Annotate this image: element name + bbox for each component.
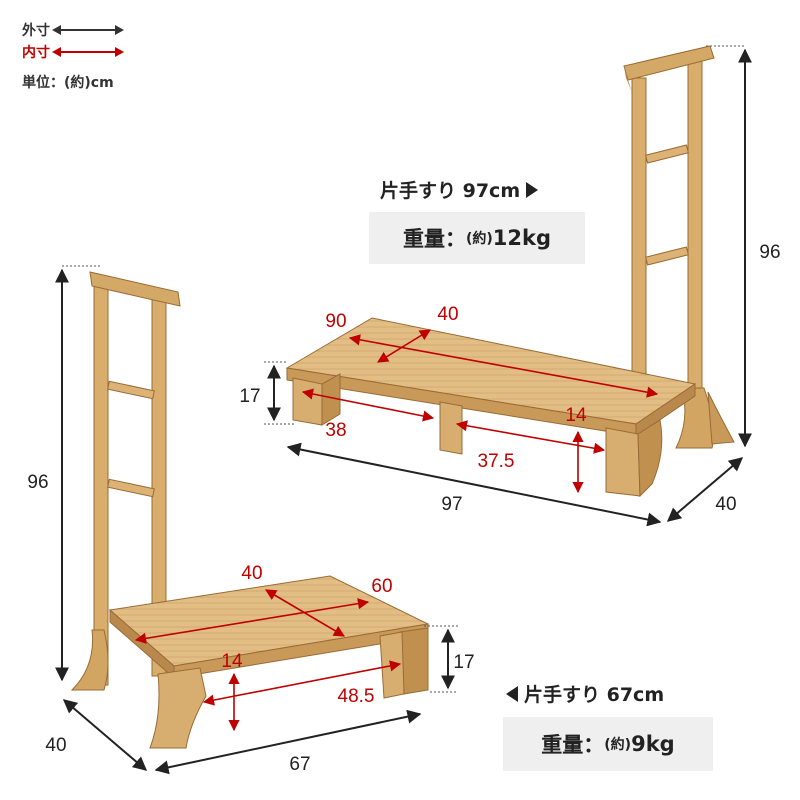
large-gap-left-label: 38 xyxy=(325,420,346,441)
small-depth-label: 40 xyxy=(45,735,66,756)
large-gap-right-label: 37.5 xyxy=(478,451,515,472)
small-top-depth-arrow xyxy=(265,589,345,637)
large-dims-outer xyxy=(264,45,752,527)
small-height-label: 96 xyxy=(27,472,48,493)
small-step-height-label: 17 xyxy=(453,652,474,673)
small-title-text: 片手すり 67cm xyxy=(524,684,665,706)
small-width-arrow xyxy=(154,709,422,775)
small-depth-arrow xyxy=(62,699,148,771)
triangle-left-icon xyxy=(506,685,518,702)
large-gap-left-arrow xyxy=(301,388,435,422)
small-dims-outer xyxy=(55,265,458,775)
small-title: 片手すり 67cm xyxy=(506,680,664,707)
large-gap-right-arrow xyxy=(455,420,606,454)
large-width-arrow xyxy=(286,442,662,527)
large-weight-label: 重量： xyxy=(402,227,466,251)
large-top-depth-arrow xyxy=(377,329,431,363)
large-title: 片手すり 97cm xyxy=(380,176,539,203)
large-weight-value: 12kg xyxy=(492,226,552,250)
small-weight-label: 重量： xyxy=(541,733,605,757)
legend-outer: 外寸 xyxy=(22,20,124,40)
legend-outer-label: 外寸 xyxy=(22,23,50,39)
large-title-text: 片手すり 97cm xyxy=(380,180,521,202)
large-step-height-label: 17 xyxy=(239,386,260,407)
triangle-right-icon xyxy=(526,181,539,198)
small-top-width-label: 60 xyxy=(371,576,392,597)
small-weight-value: 9kg xyxy=(631,732,675,756)
legend-outer-arrow-icon xyxy=(52,25,124,35)
small-handrail xyxy=(70,271,181,691)
large-height-label: 96 xyxy=(759,242,780,263)
large-width-label: 97 xyxy=(441,494,462,515)
small-clearance-label: 14 xyxy=(221,651,243,672)
small-weight-box: 重量： (約) 9kg xyxy=(503,717,713,771)
large-weight-approx: (約) xyxy=(465,231,493,247)
legend-inner-label: 内寸 xyxy=(22,45,50,61)
large-top-depth-label: 40 xyxy=(437,304,458,325)
large-weight-box: 重量： (約) 12kg xyxy=(369,212,585,264)
small-under-width-label: 48.5 xyxy=(338,686,375,707)
small-under-width-arrow xyxy=(202,660,402,706)
large-depth-label: 40 xyxy=(715,494,736,515)
small-top-depth-label: 40 xyxy=(241,563,262,584)
large-clearance-label: 14 xyxy=(565,405,587,426)
large-stool xyxy=(285,45,735,498)
large-depth-arrow xyxy=(666,457,744,522)
legend-inner: 内寸 xyxy=(22,42,124,62)
legend-inner-arrow-icon xyxy=(52,47,124,57)
large-dims-inner xyxy=(301,329,659,494)
small-width-label: 67 xyxy=(289,754,310,775)
small-dims-inner xyxy=(134,589,402,732)
unit-label: 単位：(約)cm xyxy=(22,75,114,91)
large-top-width-label: 90 xyxy=(325,311,346,332)
small-weight-approx: (約) xyxy=(604,737,632,753)
